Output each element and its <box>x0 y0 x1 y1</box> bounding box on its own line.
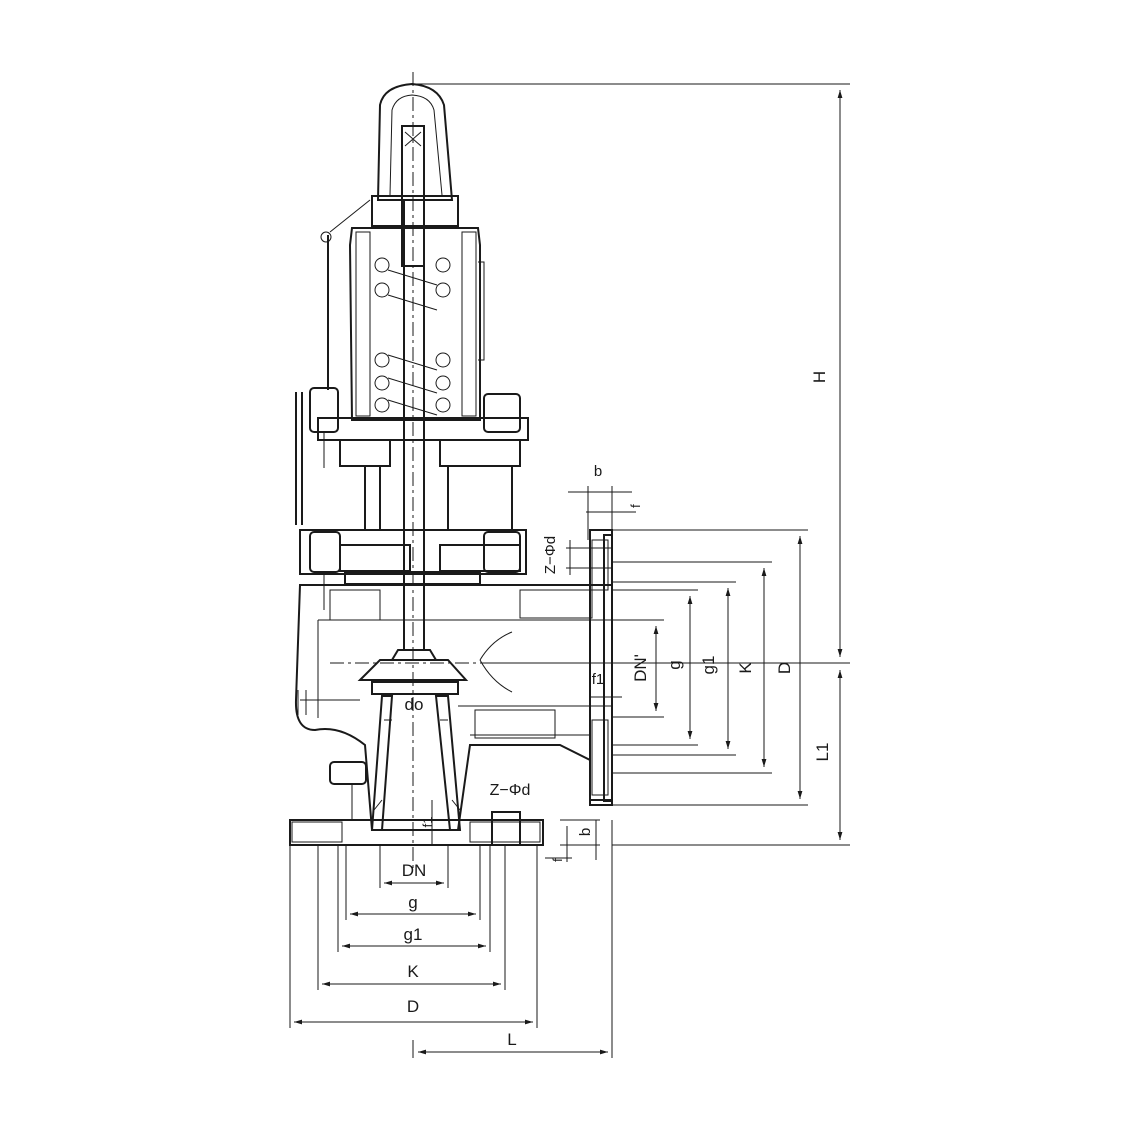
label-b-top: b <box>594 463 602 480</box>
bottom-dimensions <box>289 845 538 1028</box>
label-g-side: g <box>665 660 684 669</box>
yoke-flange-upper <box>309 387 529 468</box>
nozzle <box>370 695 462 831</box>
label-f-top: f <box>628 504 643 508</box>
label-f-bottom: f <box>550 858 565 862</box>
label-D-bottom: D <box>407 997 419 1016</box>
dimension-L <box>412 820 613 1058</box>
disc-and-seat <box>297 649 469 715</box>
label-f1-side: f1 <box>592 671 605 688</box>
stem <box>403 72 425 870</box>
bonnet <box>348 227 485 421</box>
inlet-flange <box>289 761 544 846</box>
label-L1: L1 <box>813 743 832 762</box>
label-g-bottom: g <box>408 893 417 912</box>
outlet-flange <box>589 529 613 806</box>
label-b-bottom: b <box>577 828 594 836</box>
side-dimensions <box>590 529 808 806</box>
label-g1-side: g1 <box>699 656 718 675</box>
yoke-columns <box>295 199 513 530</box>
label-L: L <box>507 1030 516 1049</box>
label-zd-bottom: Z−Φd <box>490 782 531 799</box>
label-K-bottom: K <box>407 962 419 981</box>
flange-thickness-dimensions <box>431 486 636 862</box>
label-g1-bottom: g1 <box>404 925 423 944</box>
label-zd-side: Z−Φd <box>542 536 559 574</box>
label-DN: DN <box>402 861 427 880</box>
valve-body-casting <box>294 584 613 831</box>
label-D-side: D <box>775 662 794 674</box>
label-do: do <box>405 695 424 714</box>
label-H: H <box>810 371 829 383</box>
dimension-H <box>412 83 850 846</box>
label-K-side: K <box>736 662 755 674</box>
label-dn-prime: DN' <box>631 654 650 682</box>
label-f1-bottom: f1 <box>420 817 435 828</box>
valve-cap <box>371 82 459 267</box>
